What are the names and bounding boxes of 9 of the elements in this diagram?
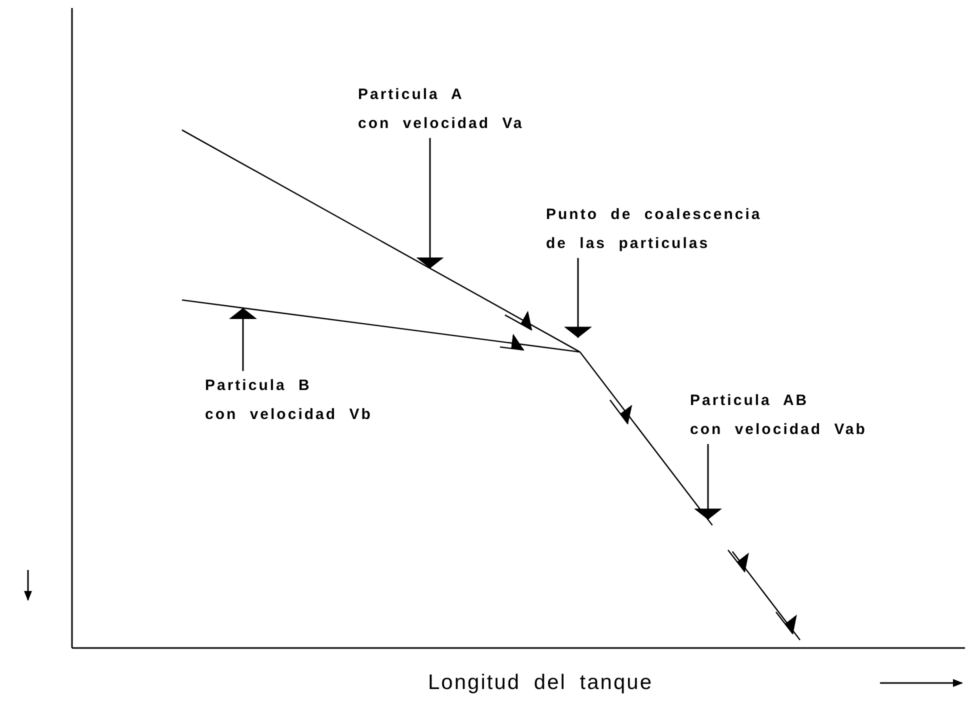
leader-arrow [694,444,722,520]
leader-arrow [416,138,444,268]
leader-arrow [229,308,257,371]
axis-label: Longitud del tanque [428,670,653,696]
callout-label: Punto de coalescencia de las particulas [546,200,762,258]
callout-label: Particula A con velocidad Va [358,80,524,138]
callout-label: Particula AB con velocidad Vab [690,386,867,444]
leader-arrow [564,258,592,338]
callout-label: Particula B con velocidad Vb [205,371,372,429]
